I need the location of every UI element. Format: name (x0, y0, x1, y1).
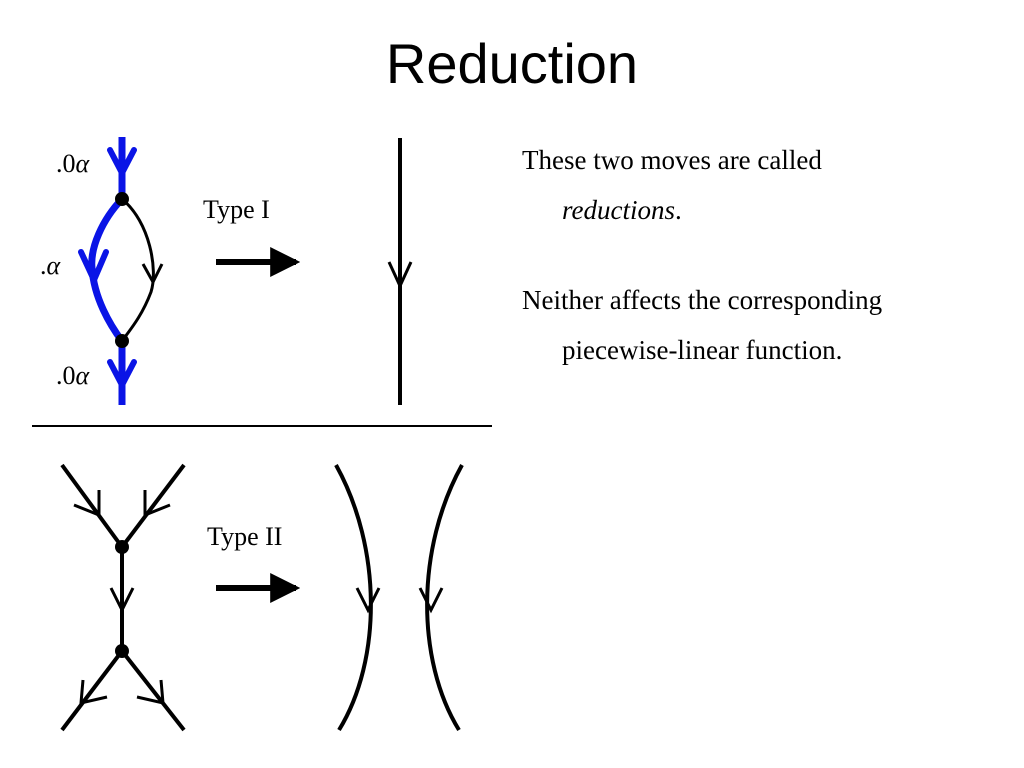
paragraph-reductions: These two moves are called reductions. (522, 135, 1012, 235)
type2-right-right-arrow-icon (418, 587, 444, 614)
type2-lower-left-arrow-icon (79, 679, 108, 705)
type2-upper-right-edge (120, 463, 186, 549)
type1-label-bottom: .0α (56, 361, 91, 390)
type1-right-arrow-icon (387, 261, 413, 290)
p1-tail: . (674, 195, 682, 225)
type1-move-label: Type I (203, 195, 270, 224)
type2-bottom-vertex (115, 644, 129, 658)
type1-label-top: .0α (56, 149, 91, 178)
type1-top-vertex (115, 192, 129, 206)
type1-label-mid: .α (40, 251, 62, 280)
type1-blue-bottom-arrow-icon (107, 359, 137, 388)
type1-right-strand (387, 138, 413, 405)
type2-lower-right-edge (120, 649, 186, 732)
p2-line2: piecewise-linear function. (562, 335, 843, 365)
type1-bottom-vertex (115, 334, 129, 348)
type1-blue-arc-arrow-icon (78, 249, 109, 283)
type2-right-strands (334, 464, 464, 732)
type2-lower-left-edge (60, 649, 124, 732)
type2-top-vertex (115, 540, 129, 554)
p2-line1: Neither affects the corresponding (522, 285, 883, 315)
type1-blue-arc (88, 195, 126, 345)
type2-upper-left-edge (60, 463, 124, 549)
type2-move-label: Type II (207, 522, 282, 551)
type1-black-arc (120, 197, 155, 342)
type1-left-graph: .0α .α .0α (40, 137, 164, 405)
p1-line1: These two moves are called (522, 145, 822, 175)
type2-left-graph (60, 463, 186, 732)
p1-emphasis: reductions (562, 195, 675, 225)
type1-black-arc-arrow-icon (141, 263, 164, 286)
type2-middle-arrow-icon (109, 587, 135, 614)
type2-right-right-strand (425, 464, 464, 732)
type2-right-left-arrow-icon (355, 587, 381, 614)
p1-line2: reductions. (522, 185, 1012, 235)
paragraph-function: Neither affects the corresponding piecew… (522, 275, 1012, 375)
type1-blue-top-arrow-icon (107, 147, 137, 176)
type2-upper-left-arrow-icon (73, 490, 101, 518)
type2-right-left-strand (334, 464, 373, 732)
slide-title: Reduction (385, 32, 639, 95)
type2-lower-right-arrow-icon (136, 679, 165, 705)
type2-upper-right-arrow-icon (143, 490, 171, 518)
